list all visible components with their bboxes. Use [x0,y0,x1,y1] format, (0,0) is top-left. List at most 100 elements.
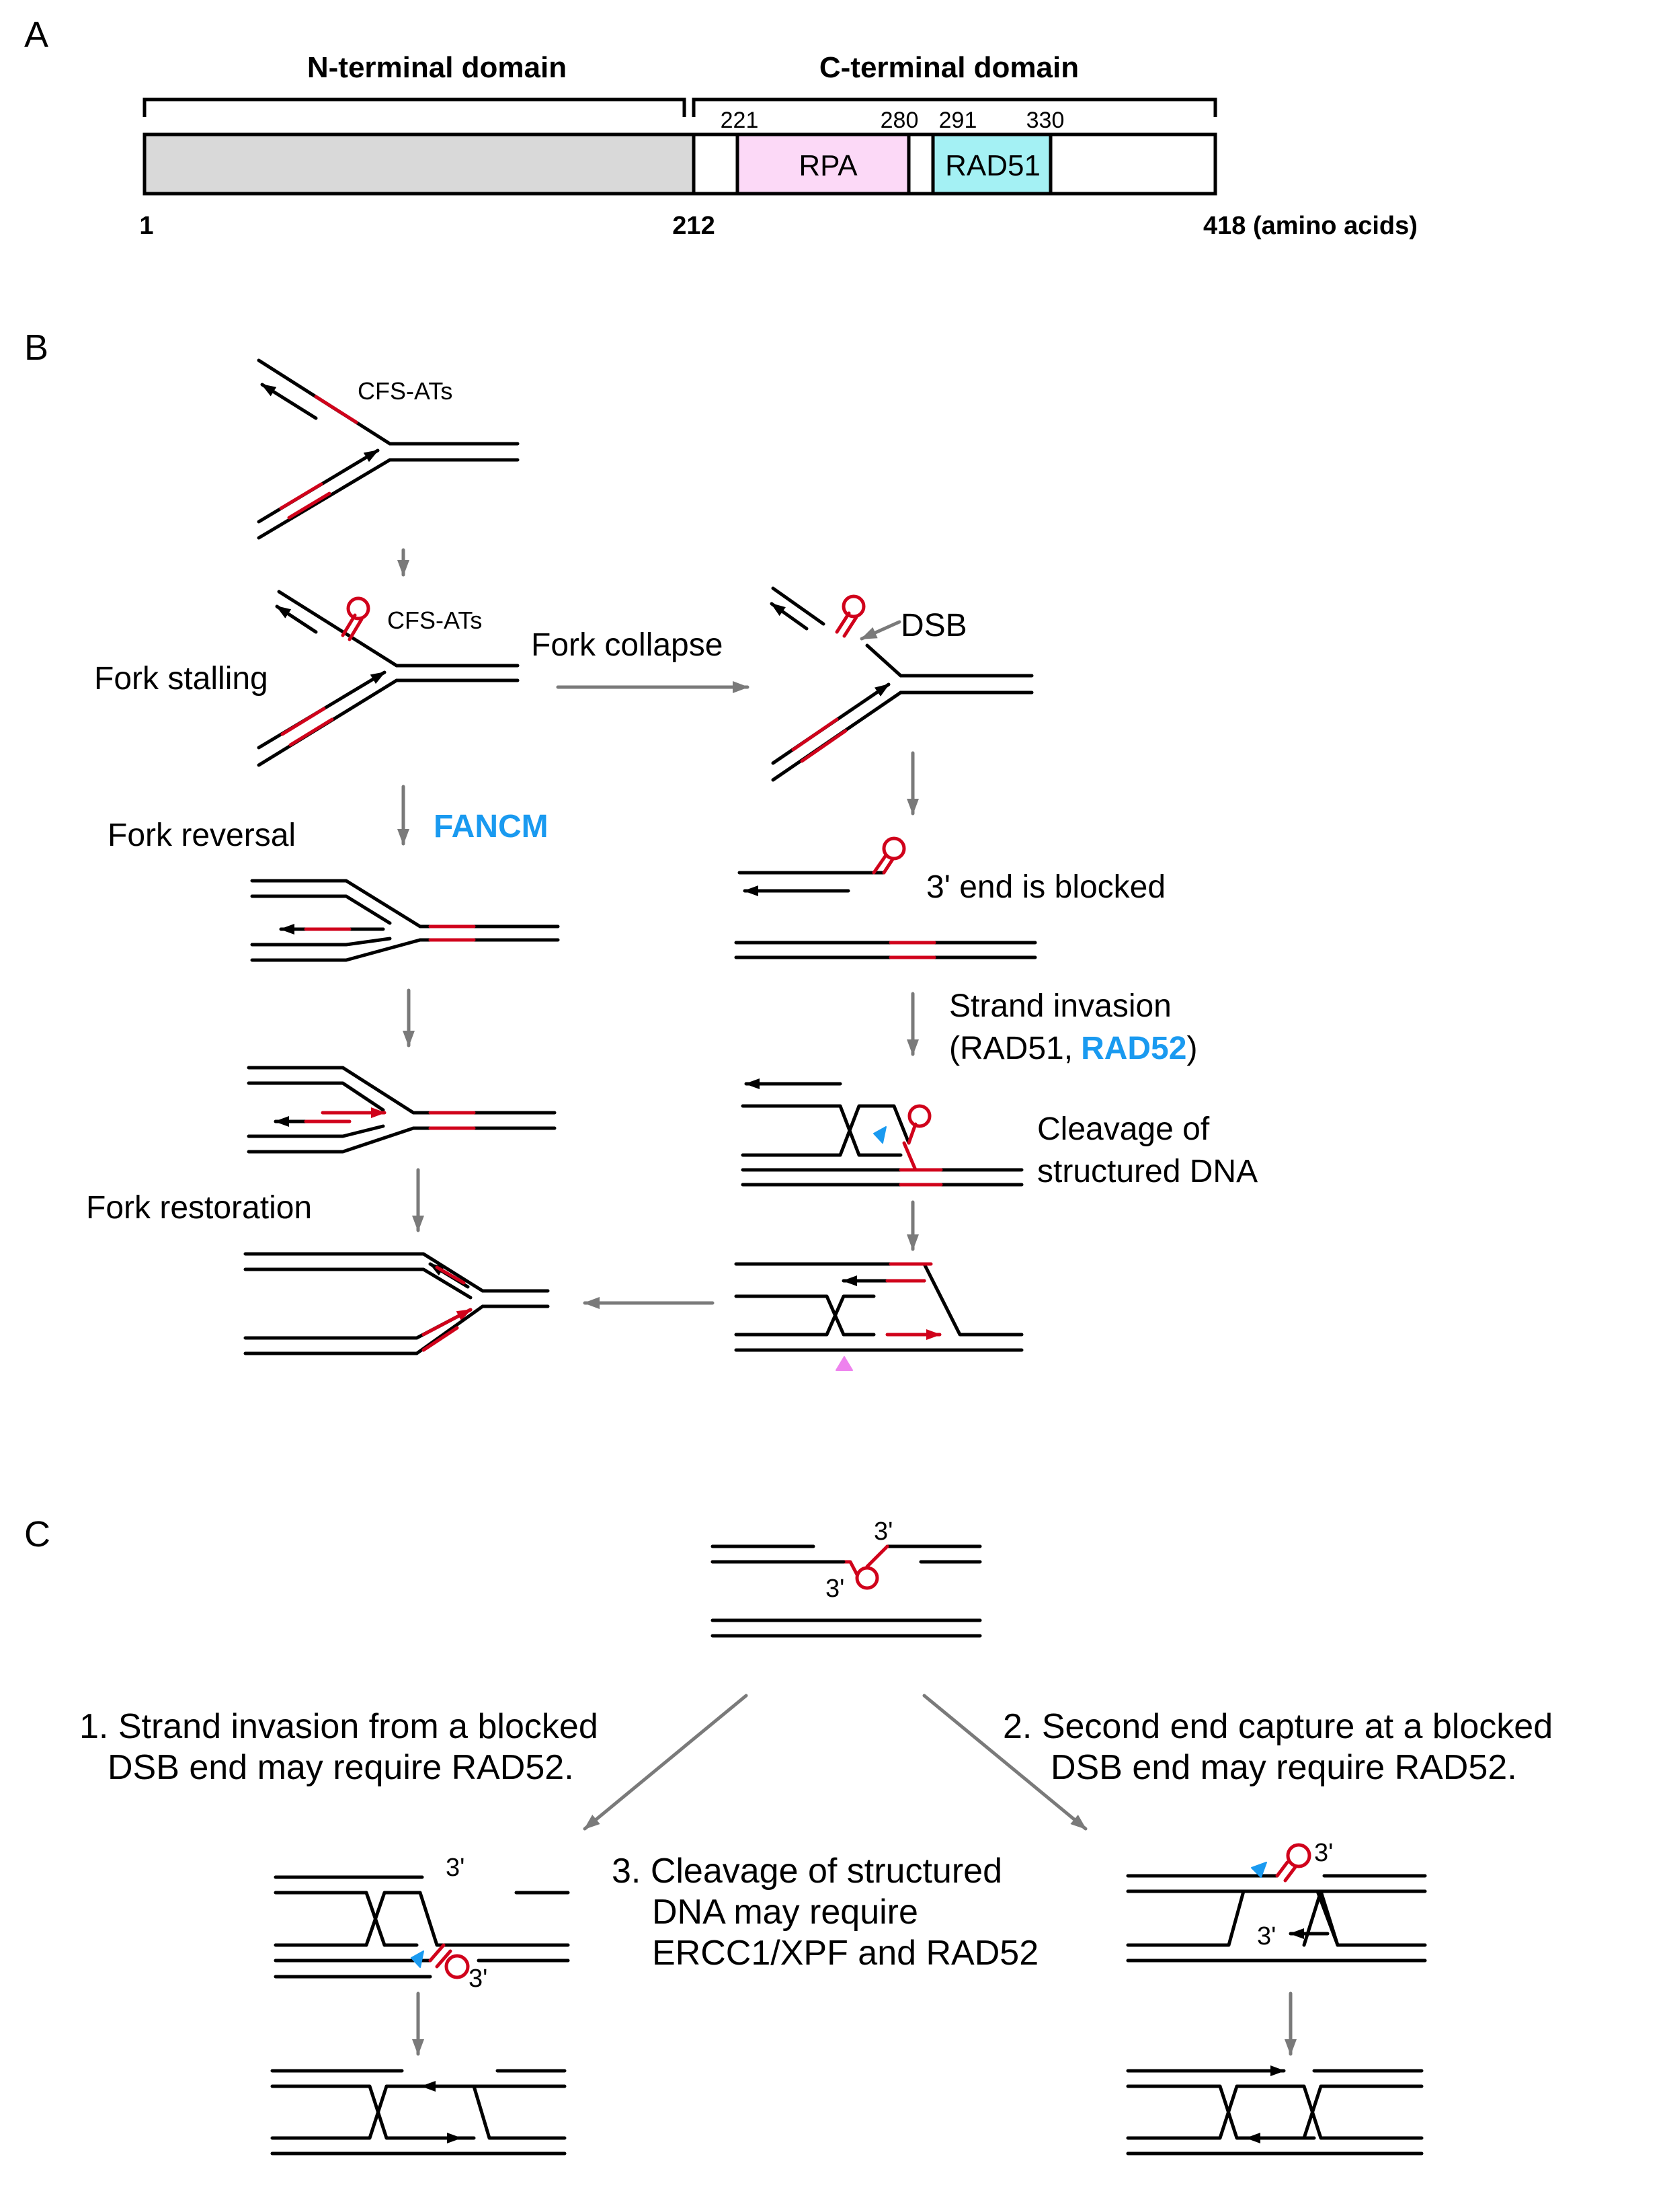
blocked-label: 3' end is blocked [926,869,1166,905]
rad51-domain [931,132,1053,196]
pos-291: 291 [939,108,977,133]
path1-result [270,2069,567,2156]
panel-b: B CFS-ATs CFS-A [24,327,1258,1371]
fork-collapsed [770,586,1034,782]
fork-stalling-label: Fork stalling [94,661,268,697]
stalled-lagging-arrow [275,604,318,634]
restored-bottom-outer [243,1304,485,1355]
pc-mid-a [734,1294,876,1337]
blocked-hairpin-loop [882,836,906,861]
restored-bottom-inner [243,1308,473,1340]
restored-leading-arrow [421,1308,473,1337]
stalled-cfs-red-1 [280,707,326,736]
pos-221: 221 [721,108,759,133]
p2-cross-a [1126,1889,1427,1947]
arrow-path-1 [583,1694,748,1831]
panel-c-label: C [24,1514,50,1554]
reversed-fork-extended [247,1066,557,1154]
p1-hairpin-loop [444,1954,470,1979]
step3-line3: ERCC1/XPF and RAD52 [652,1934,1039,1973]
cleavage-label-2: structured DNA [1037,1154,1258,1189]
dsb-left-lower [710,1560,859,1577]
ext-top-outer [247,1066,415,1115]
n-terminal-region [143,132,696,196]
reversed-lower-inner [250,937,392,947]
pos-212: 212 [672,212,715,240]
restored-top-inner [243,1267,473,1300]
fancm-label: FANCM [434,809,549,844]
restored-fork [243,1252,550,1355]
p2-stem [1275,1860,1289,1878]
rpa-domain [735,132,911,196]
panel-c: C 3' 3' 1. Strand invasion from a blocke… [24,1514,1553,2156]
step3-line2: DNA may require [652,1893,918,1932]
arrow-path-2 [922,1694,1088,1831]
dsb-right-stub [865,1544,889,1569]
collapsed-arm [865,643,903,678]
path1-structure [274,1875,570,1979]
p2r-cross-b [1126,2084,1424,2140]
cfs-ats-label-1: CFS-ATs [358,377,452,405]
pos-1: 1 [139,212,153,240]
close-paren: ) [1186,1031,1197,1066]
c-domain-label: C-terminal domain [819,51,1079,84]
blocked-end [734,836,1037,959]
cfs-at-leading [279,482,323,510]
hairpin-loop [346,596,370,621]
dsb-label: DSB [901,608,967,643]
ext-top-inner [247,1081,385,1112]
dsb-pointer-arrow [860,620,901,641]
pink-cut-arrowhead [836,1356,853,1371]
step3-line1: 3. Cleavage of structured [612,1852,1002,1891]
panel-a-label: A [24,15,48,55]
pc-mid-b [734,1294,876,1337]
fork-stalled [257,590,520,767]
p2r-cross-a [1126,2084,1424,2140]
dloop-stem [907,1122,918,1145]
step1-line2: DSB end may require RAD52. [108,1748,574,1787]
p1-blue-arrowhead [411,1950,424,1968]
p2-cross-b [1319,1889,1340,1947]
pos-280: 280 [881,108,919,133]
dloop-red-bridge [902,1141,918,1172]
cfs-at-parental [287,491,331,520]
dsb-c-hairpin-loop [855,1566,879,1590]
collapsed-lagging-arrow [770,602,809,631]
d-loop-invasion [741,1078,1024,1187]
rad51-text: (RAD51, [949,1031,1073,1066]
cleavage-label-1: Cleavage of [1037,1111,1210,1147]
nascent-lagging-arrow [260,383,318,420]
dsb-stem [835,611,851,634]
dloop-strand-a [741,1104,903,1157]
step2-line2: DSB end may require RAD52. [1051,1748,1517,1787]
p2-stem-2 [1283,1865,1297,1883]
dsb-hairpin-loop [842,594,866,619]
p2-3prime-mid: 3' [1257,1922,1276,1950]
p1-stem-2 [435,1949,452,1969]
fork-bottom-strand [257,458,392,540]
p1-stem [428,1943,446,1963]
dsb-3prime-left: 3' [825,1575,844,1603]
restored-red-bottom [421,1326,459,1352]
restored-top-outer [243,1252,485,1293]
panel-b-label: B [24,327,48,368]
reversed-top-inner [250,894,392,925]
blocked-stem-2 [872,853,888,875]
stalled-cfs-red-2 [288,717,334,747]
pc-top-strand [734,1262,1024,1337]
rpa-label: RPA [799,149,858,182]
fork-restoration-label: Fork restoration [86,1190,312,1226]
stalled-top-strand [277,590,399,668]
p2-inner [1302,1889,1323,1947]
pos-418: 418 (amino acids) [1203,212,1418,240]
path2-structure [1126,1843,1427,1963]
dsb-stem-2 [842,615,858,638]
step1-line1: 1. Strand invasion from a blocked [79,1707,598,1746]
p2-3prime-top: 3' [1314,1839,1333,1867]
reversed-fork [250,879,560,962]
dloop-hairpin-loop [907,1104,932,1128]
fork-reversal-label: Fork reversal [108,818,296,853]
blue-cleavage-arrowhead [873,1126,887,1144]
reversed-top-outer [250,879,422,929]
